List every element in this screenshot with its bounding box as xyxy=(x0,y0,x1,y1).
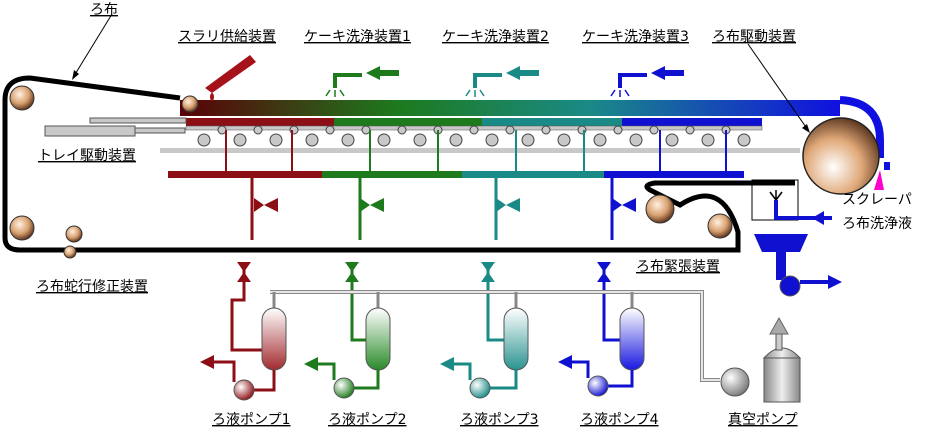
cake-wash-3-device xyxy=(610,66,684,97)
arrow-head-1 xyxy=(200,355,214,369)
separator-tank-1 xyxy=(261,307,287,371)
separator-tank-2 xyxy=(365,307,391,371)
label-scraper: スクレーパ xyxy=(842,192,912,208)
label-cake-wash-2: ケーキ洗浄装置2 xyxy=(442,29,549,45)
header-zone-3 xyxy=(462,171,604,178)
tray-zone-4 xyxy=(622,118,762,126)
slurry-feed-nozzle xyxy=(205,55,256,93)
label-cake-wash-1: ケーキ洗浄装置1 xyxy=(304,29,411,45)
scraper-blade xyxy=(874,170,884,190)
cloth-wash-drain xyxy=(776,252,786,280)
vacuum-exhaust-arrow xyxy=(769,316,789,335)
label-filter-cloth: ろ布 xyxy=(90,2,118,18)
vacuum-pump-body xyxy=(720,367,750,397)
roll-feed xyxy=(181,95,199,113)
label-filtrate-pump-3: ろ液ポンプ3 xyxy=(460,412,539,428)
label-tray-drive: トレイ駆動装置 xyxy=(38,148,136,164)
leader-cloth-drive xyxy=(747,43,809,131)
vacuum-exhaust-pipe xyxy=(775,331,783,351)
label-cloth-tension: ろ布緊張装置 xyxy=(636,259,720,275)
tank-pump-lines xyxy=(250,370,634,392)
separator-tank-4 xyxy=(619,307,645,371)
belt-curve-blue xyxy=(839,96,884,150)
cloth-wash-pump xyxy=(779,275,801,297)
header-zone-1 xyxy=(168,171,322,178)
filtrate-pump-4-body xyxy=(587,375,609,397)
filtrate-pump-2-body xyxy=(333,377,355,399)
label-filtrate-pump-2: ろ液ポンプ2 xyxy=(328,412,407,428)
discharge-arrows xyxy=(212,360,590,382)
tray-drive-cylinder xyxy=(44,125,136,137)
tray-zone-2 xyxy=(334,118,482,126)
label-vacuum-pump: 真空ポンプ xyxy=(728,412,798,428)
label-filtrate-pump-4: ろ液ポンプ4 xyxy=(580,412,659,428)
arrow-head-4 xyxy=(558,355,572,369)
slurry-drop xyxy=(210,93,214,101)
tray-zone-3 xyxy=(482,118,622,126)
cake-wash-1-device xyxy=(325,66,399,97)
tray-drop-pipes xyxy=(225,130,727,172)
label-cake-wash-3: ケーキ洗浄装置3 xyxy=(582,29,689,45)
belt-tip xyxy=(876,150,884,158)
leader-filter-cloth xyxy=(73,13,113,77)
label-cloth-drive: ろ布駆動装置 xyxy=(712,29,796,45)
belt-side-clip xyxy=(884,162,890,170)
filtrate-pump-1-body xyxy=(233,379,255,401)
tray-drive-rod-2 xyxy=(89,117,187,124)
cloth-wash-arrow xyxy=(812,211,824,225)
cloth-wash-hopper xyxy=(754,234,808,252)
tracking-roll-2 xyxy=(63,245,77,259)
tray-drive-rod xyxy=(134,127,186,134)
label-cloth-wash-liquid: ろ布洗浄液 xyxy=(842,216,912,232)
label-filtrate-pump-1: ろ液ポンプ1 xyxy=(212,412,291,428)
vacuum-manifold xyxy=(270,290,720,382)
header-zone-2 xyxy=(322,171,462,178)
label-slurry-feed: スラリ供給装置 xyxy=(178,29,276,45)
arrow-head-3 xyxy=(440,357,454,371)
leader-cloth-drive-arrow xyxy=(802,124,810,133)
tension-roll-1 xyxy=(645,194,675,224)
filter-cloth-belt xyxy=(2,75,742,253)
cloth-wash-discharge-arrow xyxy=(828,275,842,289)
cloth-wash-spray xyxy=(769,190,783,201)
vacuum-manifold-inner xyxy=(270,291,720,381)
vacuum-receiver-dome xyxy=(762,347,802,359)
filtering-belt-top xyxy=(180,100,840,116)
filtrate-pump-3-body xyxy=(469,377,491,399)
arrow-head-2 xyxy=(304,357,318,371)
tension-roll-2 xyxy=(707,213,733,239)
tracking-roll-1 xyxy=(65,225,83,243)
vacuum-receiver xyxy=(763,357,801,403)
drive-roll xyxy=(802,117,880,195)
separator-lines xyxy=(230,178,624,352)
cake-wash-2-device xyxy=(465,66,539,97)
support-rail xyxy=(160,148,800,153)
leader-filter-cloth-arrow xyxy=(72,70,79,80)
vacuum-drops xyxy=(272,292,634,308)
roll-bottom-left xyxy=(9,215,35,241)
header-zone-4 xyxy=(604,171,744,178)
valves-upper xyxy=(254,198,636,212)
valves-lower xyxy=(237,262,611,282)
separator-tank-3 xyxy=(503,307,529,371)
label-cloth-tracking: ろ布蛇行修正装置 xyxy=(36,279,148,295)
roll-top-left xyxy=(9,85,35,111)
tray-zone-1 xyxy=(186,118,334,126)
